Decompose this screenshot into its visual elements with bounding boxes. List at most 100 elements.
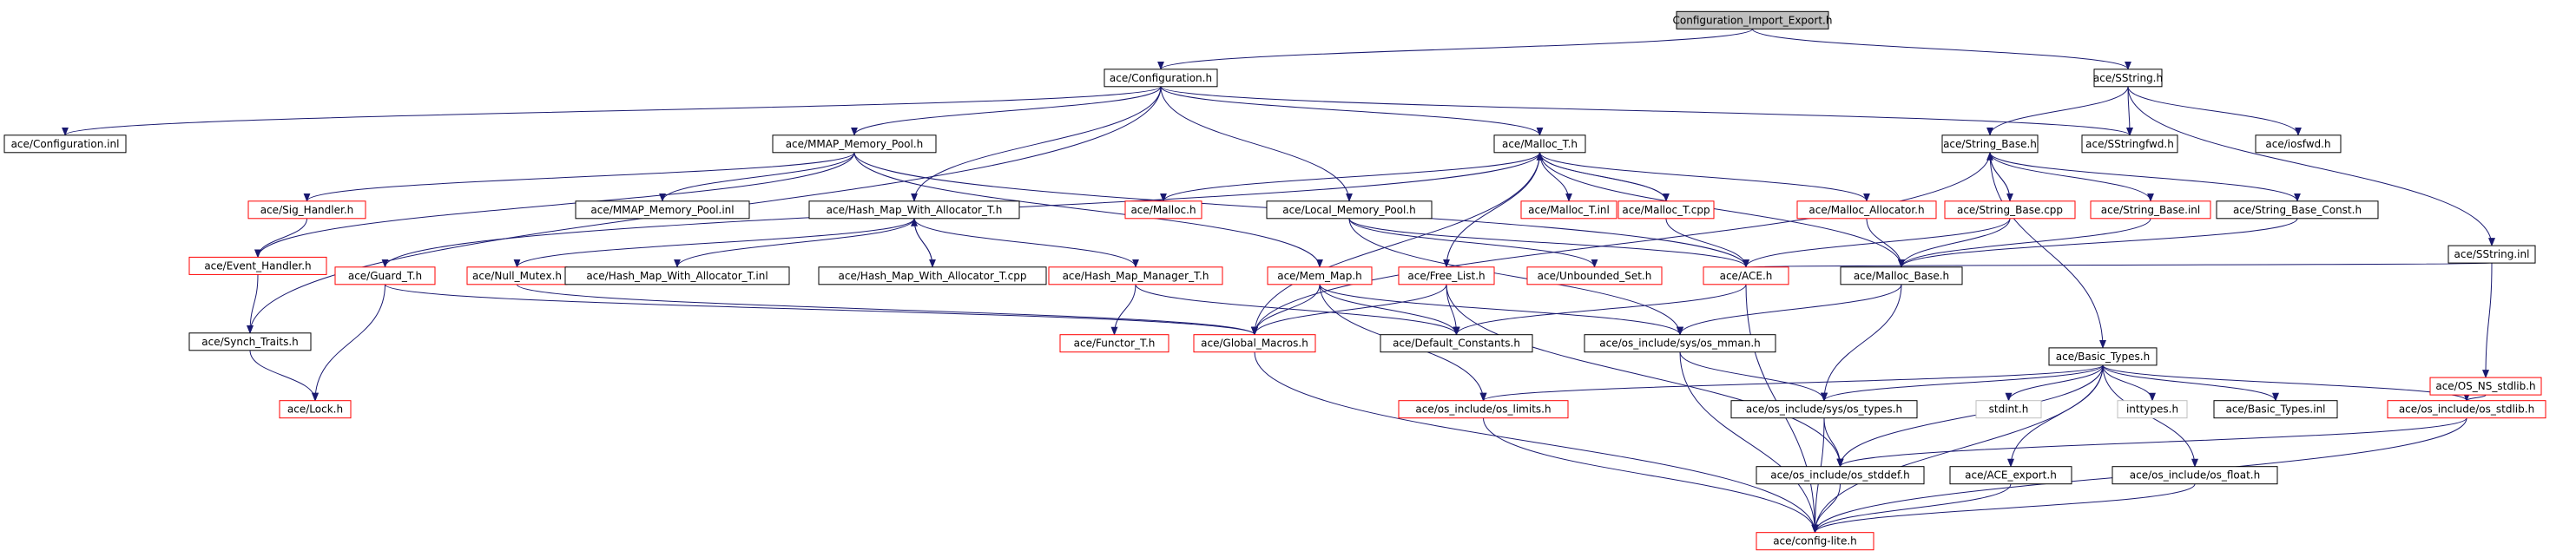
node-box-aceexport[interactable]	[1949, 466, 2072, 485]
node-box-configlite[interactable]	[1756, 532, 1874, 551]
node-box-strbaseinl[interactable]	[2090, 200, 2211, 220]
node-box-strbasecpp[interactable]	[1944, 200, 2076, 220]
node-basictypes[interactable]: ace/Basic_Types.h	[2048, 347, 2158, 366]
node-box-osstddef[interactable]	[1756, 466, 1925, 485]
node-strbasecpp[interactable]: ace/String_Base.cpp	[1944, 200, 2076, 220]
node-box-hmwainl[interactable]	[564, 266, 790, 285]
node-box-mmapinl[interactable]	[575, 200, 750, 220]
node-sstrinl[interactable]: ace/SString.inl	[2448, 245, 2536, 264]
node-conf[interactable]: ace/Configuration.h	[1104, 69, 1218, 88]
node-sstr[interactable]: ace/SString.h	[2093, 69, 2163, 88]
node-box-lock[interactable]	[279, 400, 352, 419]
node-box-stdint[interactable]	[1975, 400, 2042, 419]
node-osnsstdlib[interactable]: ace/OS_NS_stdlib.h	[2429, 377, 2542, 396]
node-defconst[interactable]: ace/Default_Constants.h	[1380, 334, 1533, 353]
node-box-defconst[interactable]	[1380, 334, 1533, 353]
node-box-confinl[interactable]	[3, 134, 127, 154]
node-cie[interactable]: Configuration_Import_Export.h	[1673, 10, 1833, 30]
node-box-strbaseconst[interactable]	[2216, 200, 2379, 220]
node-freelist[interactable]: ace/Free_List.h	[1398, 266, 1495, 285]
node-box-synch[interactable]	[188, 332, 312, 351]
node-sstrfwd[interactable]: ace/SStringfwd.h	[2081, 134, 2178, 154]
node-iosfwd[interactable]: ace/iosfwd.h	[2255, 134, 2342, 154]
node-box-hmwacpp[interactable]	[818, 266, 1047, 285]
node-strbaseinl[interactable]: ace/String_Base.inl	[2090, 200, 2211, 220]
node-memmap[interactable]: ace/Mem_Map.h	[1267, 266, 1373, 285]
node-lock[interactable]: ace/Lock.h	[279, 400, 352, 419]
node-box-conf[interactable]	[1104, 69, 1218, 88]
node-functor[interactable]: ace/Functor_T.h	[1059, 334, 1169, 353]
node-box-osfloat[interactable]	[2112, 466, 2278, 485]
node-configlite[interactable]: ace/config-lite.h	[1756, 532, 1874, 551]
node-osstddef[interactable]: ace/os_include/os_stddef.h	[1756, 466, 1925, 485]
node-box-malloc[interactable]	[1124, 200, 1202, 220]
node-osmman[interactable]: ace/os_include/sys/os_mman.h	[1584, 334, 1776, 353]
node-box-aceh[interactable]	[1703, 266, 1789, 285]
node-box-freelist[interactable]	[1398, 266, 1495, 285]
node-box-malloctcpp[interactable]	[1617, 200, 1715, 220]
node-box-malloctinl[interactable]	[1520, 200, 1617, 220]
node-nullmutex[interactable]: ace/Null_Mutex.h	[466, 266, 568, 285]
node-box-osmman[interactable]	[1584, 334, 1776, 353]
node-eventhandler[interactable]: ace/Event_Handler.h	[188, 256, 327, 275]
node-mmappool[interactable]: ace/MMAP_Memory_Pool.h	[772, 134, 937, 154]
node-box-sstrinl[interactable]	[2448, 245, 2536, 264]
node-hmwacpp[interactable]: ace/Hash_Map_With_Allocator_T.cpp	[818, 266, 1047, 285]
node-box-hmm[interactable]	[1048, 266, 1223, 285]
node-mallocbase[interactable]: ace/Malloc_Base.h	[1840, 266, 1963, 285]
node-localpool[interactable]: ace/Local_Memory_Pool.h	[1266, 200, 1433, 220]
node-mmapinl[interactable]: ace/MMAP_Memory_Pool.inl	[575, 200, 750, 220]
node-box-mmappool[interactable]	[772, 134, 937, 154]
node-box-globalmacros[interactable]	[1193, 334, 1316, 353]
node-box-sighandler[interactable]	[247, 200, 366, 220]
node-sighandler[interactable]: ace/Sig_Handler.h	[247, 200, 366, 220]
node-stdint[interactable]: stdint.h	[1975, 400, 2042, 419]
node-box-hmwa[interactable]	[808, 200, 1020, 220]
node-box-ostypes[interactable]	[1730, 400, 1918, 419]
node-box-malloct[interactable]	[1493, 134, 1586, 154]
node-box-eventhandler[interactable]	[188, 256, 327, 275]
node-box-sstrfwd[interactable]	[2081, 134, 2178, 154]
node-box-strbase[interactable]	[1941, 134, 2039, 154]
node-ostypes[interactable]: ace/os_include/sys/os_types.h	[1730, 400, 1918, 419]
node-hmwa[interactable]: ace/Hash_Map_With_Allocator_T.h	[808, 200, 1020, 220]
node-strbaseconst[interactable]: ace/String_Base_Const.h	[2216, 200, 2379, 220]
node-box-basictypesinl[interactable]	[2213, 400, 2338, 419]
node-box-basictypes[interactable]	[2048, 347, 2158, 366]
edge-mmappool-to-mmapinl	[659, 152, 855, 202]
node-box-osstdlib[interactable]	[2387, 400, 2546, 419]
node-aceh[interactable]: ace/ACE.h	[1703, 266, 1789, 285]
node-malloctinl[interactable]: ace/Malloc_T.inl	[1520, 200, 1617, 220]
node-hmwainl[interactable]: ace/Hash_Map_With_Allocator_T.inl	[564, 266, 790, 285]
node-basictypesinl[interactable]: ace/Basic_Types.inl	[2213, 400, 2338, 419]
node-box-sstr[interactable]	[2093, 69, 2163, 88]
node-box-cie[interactable]	[1676, 10, 1829, 30]
node-confinl[interactable]: ace/Configuration.inl	[3, 134, 127, 154]
node-osstdlib[interactable]: ace/os_include/os_stdlib.h	[2387, 400, 2546, 419]
node-mallocalloc[interactable]: ace/Malloc_Allocator.h	[1796, 200, 1937, 220]
node-aceexport[interactable]: ace/ACE_export.h	[1949, 466, 2072, 485]
node-hmm[interactable]: ace/Hash_Map_Manager_T.h	[1048, 266, 1223, 285]
node-box-functor[interactable]	[1059, 334, 1169, 353]
node-inttypes[interactable]: inttypes.h	[2117, 400, 2188, 419]
node-malloc[interactable]: ace/Malloc.h	[1124, 200, 1202, 220]
node-box-memmap[interactable]	[1267, 266, 1373, 285]
node-box-osnsstdlib[interactable]	[2429, 377, 2542, 396]
node-oslimits[interactable]: ace/os_include/os_limits.h	[1398, 400, 1569, 419]
node-synch[interactable]: ace/Synch_Traits.h	[188, 332, 312, 351]
node-box-unbset[interactable]	[1526, 266, 1663, 285]
node-osfloat[interactable]: ace/os_include/os_float.h	[2112, 466, 2278, 485]
node-box-localpool[interactable]	[1266, 200, 1433, 220]
node-unbset[interactable]: ace/Unbounded_Set.h	[1526, 266, 1663, 285]
node-strbase[interactable]: ace/String_Base.h	[1941, 134, 2039, 154]
node-guardt[interactable]: ace/Guard_T.h	[334, 266, 436, 285]
node-box-inttypes[interactable]	[2117, 400, 2188, 419]
node-malloctcpp[interactable]: ace/Malloc_T.cpp	[1617, 200, 1715, 220]
node-box-iosfwd[interactable]	[2255, 134, 2342, 154]
node-globalmacros[interactable]: ace/Global_Macros.h	[1193, 334, 1316, 353]
node-box-oslimits[interactable]	[1398, 400, 1569, 419]
node-box-mallocbase[interactable]	[1840, 266, 1963, 285]
node-box-mallocalloc[interactable]	[1796, 200, 1937, 220]
node-malloct[interactable]: ace/Malloc_T.h	[1493, 134, 1586, 154]
node-box-guardt[interactable]	[334, 266, 436, 285]
